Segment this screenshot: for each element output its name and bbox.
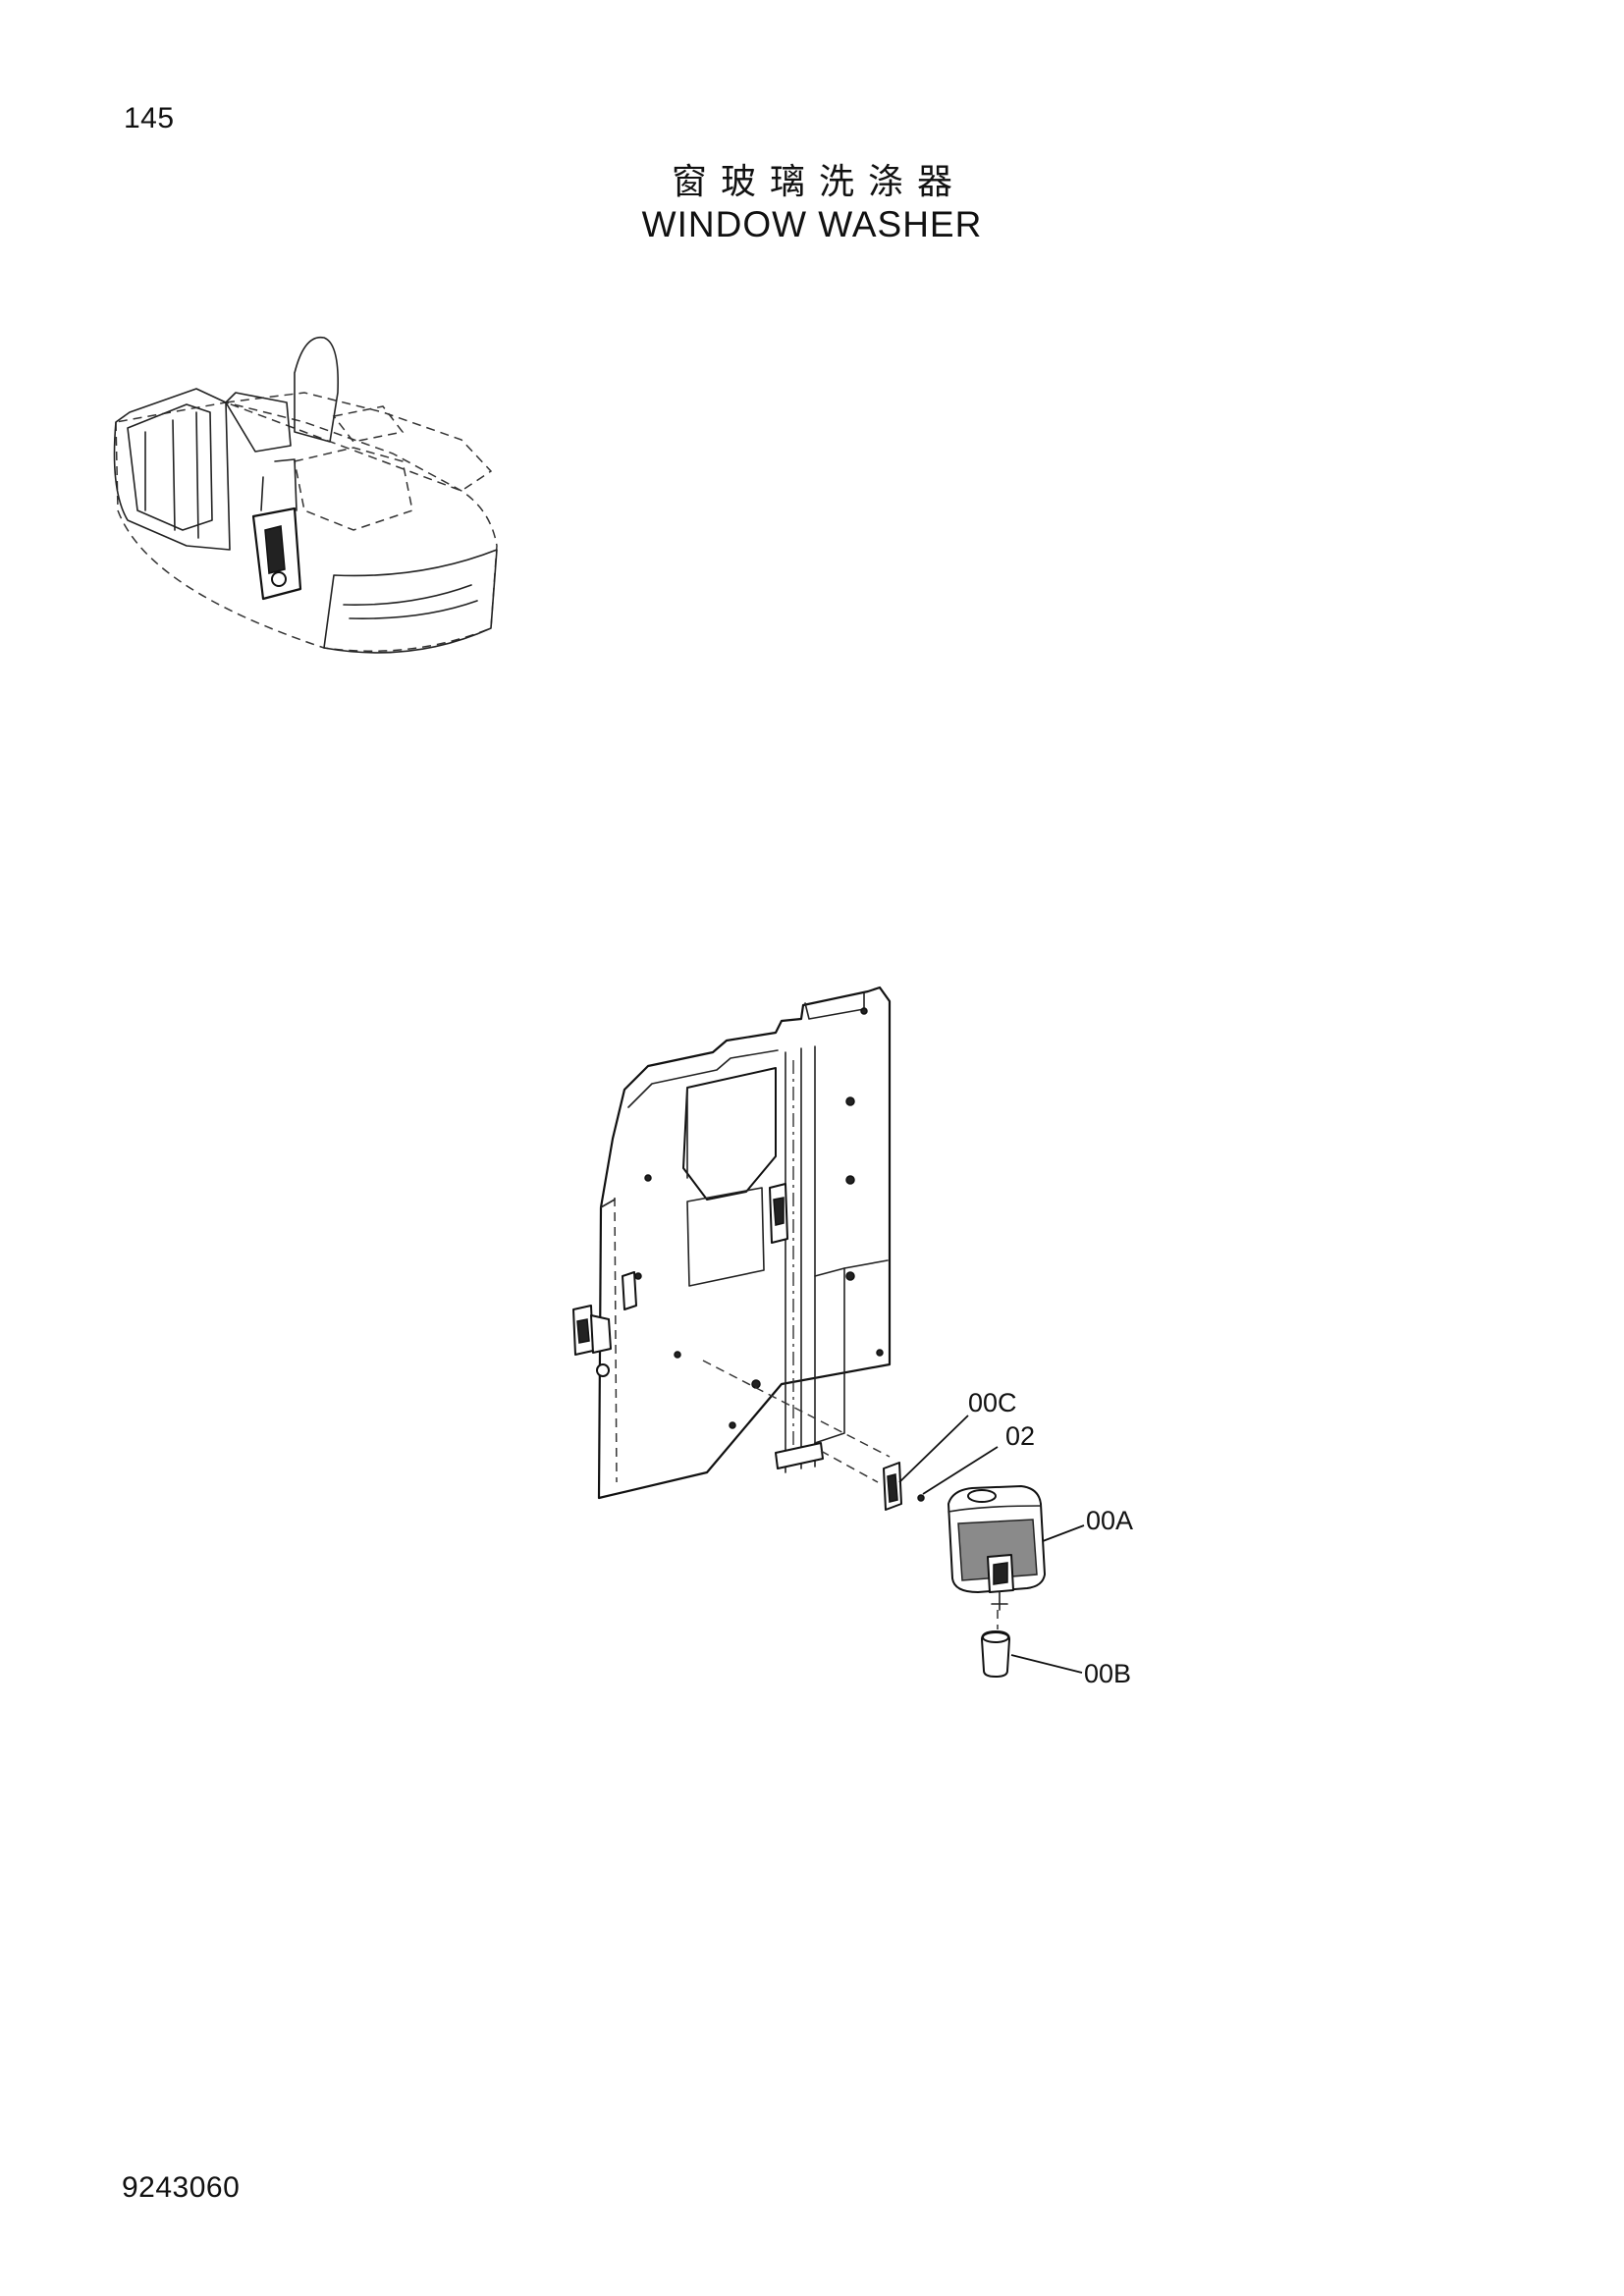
page-title-chinese: 窗玻璃洗涤器 (671, 162, 966, 202)
callout-00a: 00A (1086, 1506, 1133, 1535)
page-title: WINDOW WASHER (641, 204, 983, 244)
filter-part (981, 1610, 1010, 1678)
leader-line-00c (898, 1415, 969, 1483)
callout-02: 02 (1005, 1421, 1035, 1451)
washer-tank (947, 1485, 1046, 1611)
leader-line-02 (922, 1446, 999, 1495)
callout-00c: 00C (968, 1388, 1017, 1417)
bracket-part (883, 1462, 925, 1511)
washer-bracket-panel (572, 986, 892, 1500)
callout-00b: 00B (1084, 1659, 1131, 1688)
leader-line-00b (1010, 1654, 1083, 1674)
page-number: 145 (124, 102, 175, 134)
document-code: 9243060 (122, 2171, 241, 2204)
leader-line-00a (1042, 1524, 1085, 1542)
machine-overview-illustration (113, 336, 498, 654)
